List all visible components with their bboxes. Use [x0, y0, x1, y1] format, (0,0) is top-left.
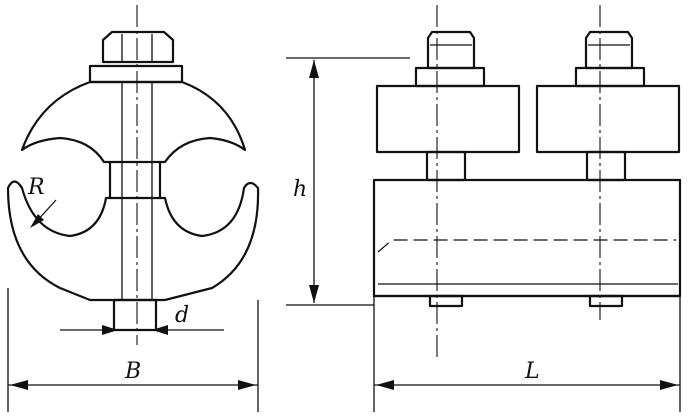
side-right-upper-block [535, 84, 681, 154]
bolt-diameter-dimension: d [60, 303, 224, 335]
side-right-nut [584, 30, 634, 70]
length-dimension: L [373, 296, 681, 412]
height-dimension: h [286, 57, 410, 306]
front-upper-saddle [20, 80, 247, 164]
front-view [6, 5, 260, 345]
diameter-label: d [175, 303, 189, 328]
side-lower-body [372, 178, 682, 298]
height-label: h [293, 177, 307, 202]
side-right-washer [574, 66, 646, 88]
radius-label: R [27, 175, 45, 200]
front-lower-jaw [6, 180, 260, 302]
width-dimension: B [7, 288, 259, 412]
front-washer [88, 64, 184, 84]
front-hex-nut [101, 30, 175, 64]
side-view [372, 5, 682, 360]
width-label: B [124, 359, 141, 384]
front-bottom-nut [112, 298, 158, 332]
side-left-upper-block [375, 84, 521, 154]
length-label: L [524, 359, 540, 384]
radius-callout: R [27, 175, 57, 228]
side-left-washer [414, 66, 486, 88]
side-left-nut [426, 30, 476, 70]
